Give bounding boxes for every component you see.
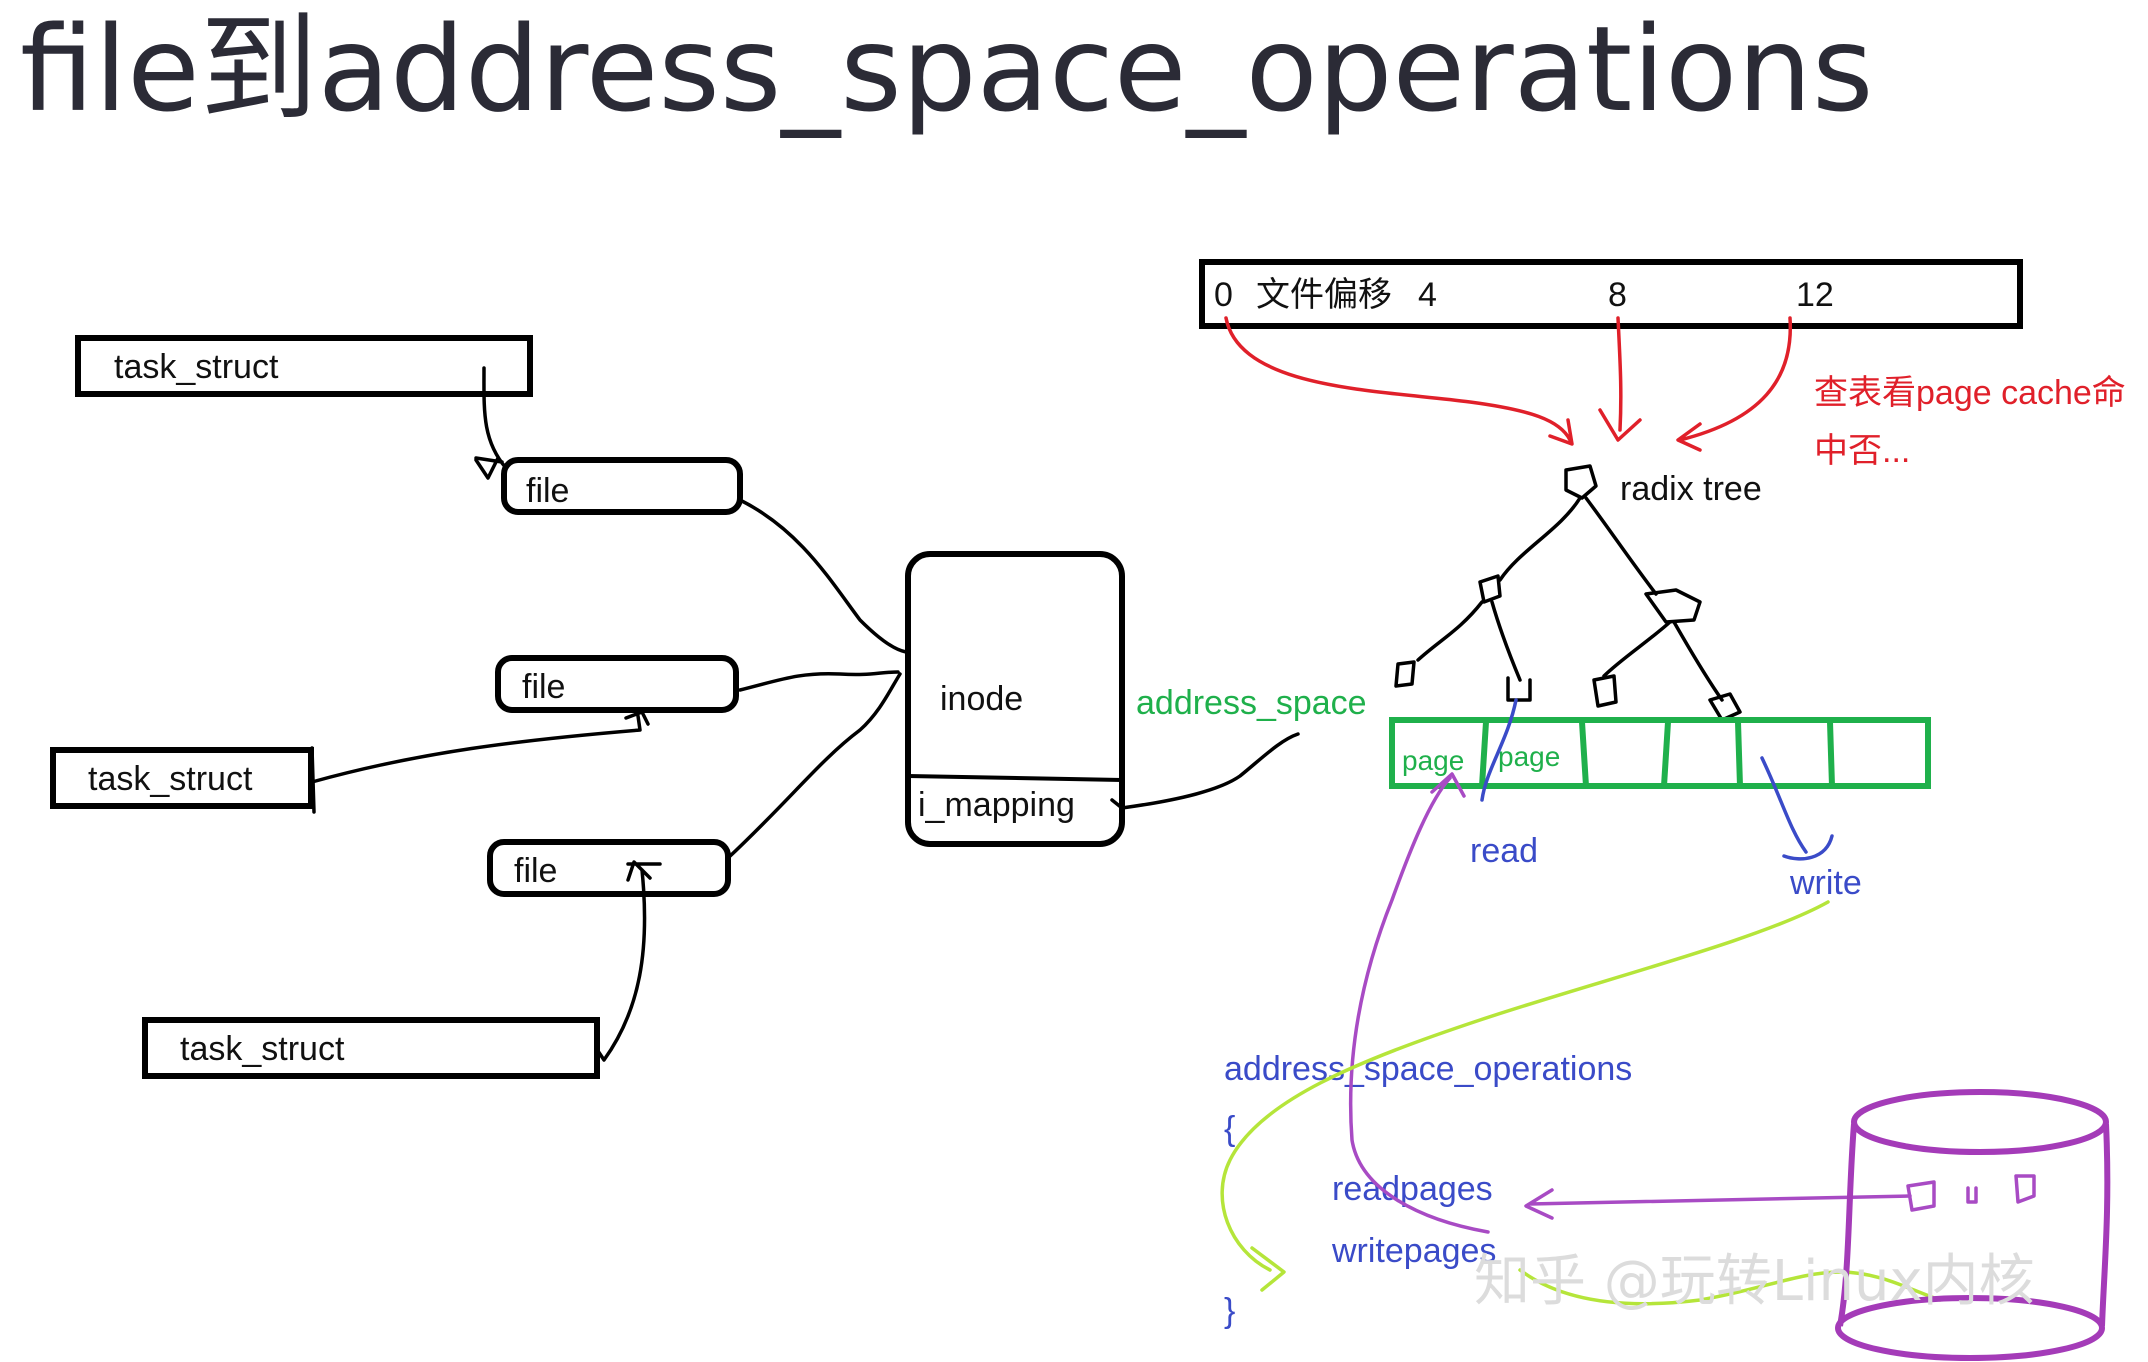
arrow-task1-file1-tick bbox=[474, 456, 504, 464]
file-box-3 bbox=[487, 839, 731, 897]
radix-leaf-2 bbox=[1506, 676, 1532, 702]
task-struct-label-2: task_struct bbox=[88, 760, 253, 798]
radix-leaf-4 bbox=[1708, 692, 1742, 722]
inode-divider bbox=[907, 774, 1123, 782]
offset-bar bbox=[1199, 259, 2023, 329]
task-struct-box-2 bbox=[50, 747, 314, 809]
radix-node-right bbox=[1644, 588, 1702, 624]
file-label-3: file bbox=[514, 852, 557, 890]
radix-leaf-1 bbox=[1394, 660, 1416, 688]
red-arrow-offset0 bbox=[1224, 316, 1574, 446]
line-imapping-address-space bbox=[1110, 732, 1300, 810]
aops-readpages: readpages bbox=[1332, 1170, 1493, 1208]
aops-writepages: writepages bbox=[1331, 1232, 1496, 1270]
radix-leaf-3 bbox=[1592, 674, 1618, 708]
page-cell-1: page bbox=[1402, 745, 1464, 776]
disk-top bbox=[1851, 1089, 2109, 1155]
inode-label: inode bbox=[940, 680, 1023, 718]
page-cache-dividers bbox=[1479, 721, 1835, 787]
radix-edge-r-l bbox=[1602, 620, 1672, 678]
aops-open-brace: { bbox=[1224, 1110, 1235, 1148]
lookup-note-line2: 中否... bbox=[1814, 432, 1910, 470]
disk-block-2 bbox=[1966, 1186, 1978, 1204]
write-label: write bbox=[1789, 864, 1862, 902]
disk-bottom bbox=[1835, 1295, 2105, 1361]
arrow-task3-file3 bbox=[594, 860, 662, 1062]
line-file2-inode bbox=[738, 670, 900, 692]
task-struct-label-1: task_struct bbox=[114, 348, 279, 386]
purple-disk-to-readpages bbox=[1524, 1188, 1912, 1220]
line-file1-inode bbox=[738, 498, 908, 654]
radix-edge-l-l bbox=[1416, 600, 1484, 662]
task-struct-box-1 bbox=[75, 335, 533, 397]
blue-leaf-to-page bbox=[1480, 698, 1518, 802]
offset-caption: 文件偏移 bbox=[1256, 276, 1392, 314]
page-cache-row bbox=[1389, 717, 1931, 789]
arrow-task1-file1 bbox=[474, 366, 508, 480]
aops-name: address_space_operations bbox=[1224, 1050, 1632, 1088]
read-label: read bbox=[1470, 832, 1538, 870]
blue-write-arrow bbox=[1760, 756, 1834, 861]
file-box-1 bbox=[501, 457, 743, 515]
i-mapping-label: i_mapping bbox=[918, 786, 1075, 824]
lime-write-path bbox=[1220, 900, 1830, 1292]
arrow-task2-file2-stub bbox=[310, 746, 316, 814]
lookup-note-line1: 查表看page cache命 bbox=[1814, 374, 2126, 412]
radix-edge-r-r bbox=[1672, 620, 1724, 702]
purple-read-path bbox=[1348, 772, 1490, 1234]
lime-writepages-to-disk bbox=[1518, 1268, 1942, 1306]
disk-block-1 bbox=[1906, 1180, 1936, 1212]
disk-sides bbox=[1837, 1123, 2111, 1327]
file-label-2: file bbox=[522, 668, 565, 706]
radix-root-node bbox=[1564, 464, 1598, 500]
offset-8: 8 bbox=[1608, 276, 1627, 314]
line-file3-inode bbox=[726, 672, 902, 860]
offset-12: 12 bbox=[1796, 276, 1834, 314]
disk-block-3 bbox=[2014, 1174, 2036, 1204]
radix-node-left bbox=[1478, 574, 1502, 604]
radix-edge-l-r bbox=[1490, 600, 1522, 682]
red-arrow-offset8 bbox=[1598, 316, 1642, 442]
arrow-task2-file2 bbox=[310, 710, 650, 784]
address-space-label: address_space bbox=[1136, 684, 1367, 722]
radix-edge-root-right bbox=[1584, 496, 1658, 596]
page-cell-2: page bbox=[1498, 741, 1560, 772]
file-label-1: file bbox=[526, 472, 569, 510]
watermark: 知乎 @玩转Linux内核 bbox=[1474, 1249, 2035, 1314]
task-struct-label-3: task_struct bbox=[180, 1030, 345, 1068]
radix-edge-root-left bbox=[1498, 496, 1582, 582]
radix-tree-label: radix tree bbox=[1620, 470, 1762, 508]
aops-close-brace: } bbox=[1224, 1292, 1235, 1330]
offset-0: 0 bbox=[1214, 276, 1233, 314]
file-box-2 bbox=[495, 655, 739, 713]
page-title: file到address_space_operations bbox=[20, 0, 1874, 138]
offset-4: 4 bbox=[1418, 276, 1437, 314]
inode-box bbox=[905, 551, 1125, 847]
red-arrow-offset12 bbox=[1676, 316, 1793, 452]
